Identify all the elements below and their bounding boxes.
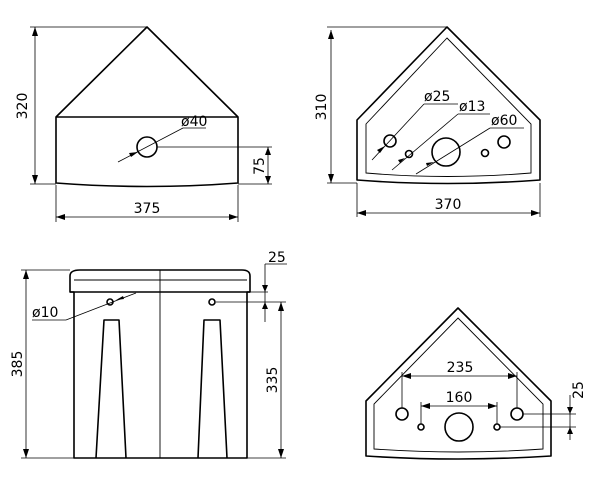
- top-view: ø25 ø13 ø60 310 370: [314, 26, 541, 217]
- front-view-height-label: 320: [15, 93, 31, 120]
- bottom-view-offset-label: 25: [571, 381, 587, 399]
- top-view-inner-outline: [365, 37, 532, 177]
- side-view-offset-label: 25: [268, 250, 286, 266]
- front-view-hole-arrow: [129, 152, 138, 157]
- bottom-view-hole-left: [395, 407, 409, 421]
- front-view-hole-leader: [117, 127, 184, 163]
- bottom-view-hole-center: [444, 412, 474, 442]
- side-view-left-leg-cutout: [95, 319, 127, 459]
- front-view-75-label: 75: [252, 157, 268, 175]
- bottom-view-hole-small-right: [493, 423, 501, 431]
- side-view-total-height-label: 385: [10, 351, 26, 378]
- top-view-hole-right: [497, 135, 511, 149]
- top-view-outer-outline: [356, 26, 541, 185]
- front-view-hole-label: ø40: [181, 114, 207, 130]
- side-view: ø10 385 335 25: [10, 250, 287, 459]
- bottom-view-outer-outline: [365, 307, 552, 460]
- side-view-hole-right: [208, 298, 216, 306]
- bottom-view-hole-small-left: [417, 423, 425, 431]
- bottom-view-160-label: 160: [446, 390, 473, 406]
- side-view-inner-height-label: 335: [265, 367, 281, 394]
- top-view-height-label: 310: [314, 94, 330, 121]
- bottom-view-inner-outline: [373, 317, 544, 453]
- bottom-view-235-label: 235: [447, 360, 474, 376]
- top-view-hole-13-leader: [391, 113, 459, 171]
- top-view-hole-25: [383, 134, 397, 148]
- top-view-hole-25-label: ø25: [424, 89, 450, 105]
- side-view-hole-leader: [65, 292, 137, 321]
- side-view-right-leg-cutout: [197, 319, 228, 459]
- top-view-hole-13-label: ø13: [459, 99, 485, 115]
- top-view-hole-small: [480, 148, 490, 158]
- front-view-outline: [55, 26, 239, 188]
- top-view-width-label: 370: [435, 197, 462, 213]
- bottom-view-hole-right: [510, 407, 524, 421]
- top-view-hole-13: [404, 149, 414, 159]
- bottom-view: 235 160 25: [365, 307, 587, 460]
- side-view-hole-label: ø10: [32, 305, 58, 321]
- side-view-outline: [69, 269, 251, 459]
- top-view-hole-60-leader: [415, 127, 491, 175]
- top-view-hole-60: [431, 137, 461, 167]
- top-view-hole-60-label: ø60: [491, 113, 517, 129]
- front-view: ø40 320 75 375: [15, 26, 272, 222]
- front-view-width-label: 375: [134, 201, 161, 217]
